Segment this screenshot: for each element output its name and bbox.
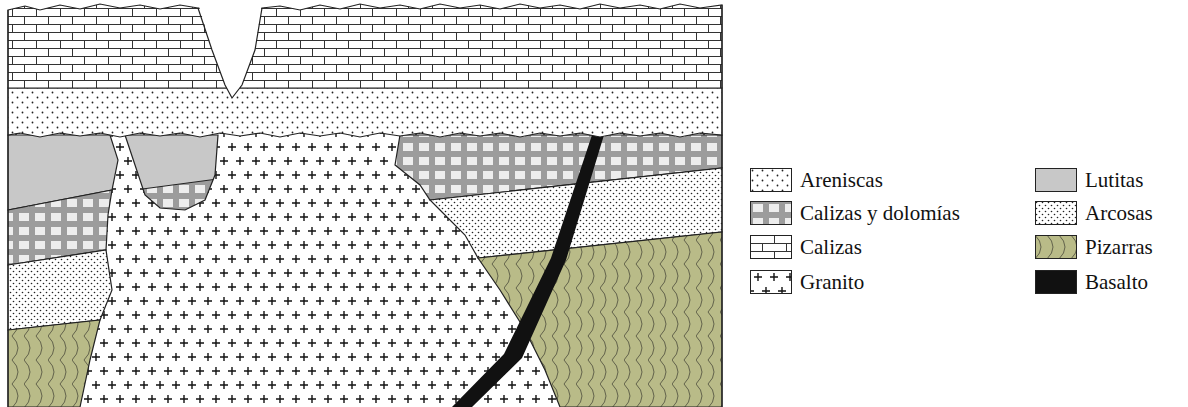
- legend-swatch: [750, 235, 792, 259]
- legend-swatch: [750, 270, 792, 294]
- legend-label: Arcosas: [1085, 201, 1153, 225]
- legend-label: Granito: [800, 270, 864, 294]
- legend-swatch: [1035, 168, 1077, 192]
- legend-swatch: [750, 201, 792, 225]
- legend-label: Calizas y dolomías: [800, 201, 960, 225]
- legend-label: Basalto: [1085, 270, 1148, 294]
- legend-swatch: [1035, 201, 1077, 225]
- legend-swatch: [1035, 235, 1077, 259]
- legend-swatch: [1035, 270, 1077, 294]
- legend-swatch: [750, 168, 792, 192]
- legend-label: Lutitas: [1085, 168, 1143, 192]
- legend-label: Pizarras: [1085, 235, 1153, 259]
- legend-label: Calizas: [800, 235, 862, 259]
- legend-label: Areniscas: [800, 168, 883, 192]
